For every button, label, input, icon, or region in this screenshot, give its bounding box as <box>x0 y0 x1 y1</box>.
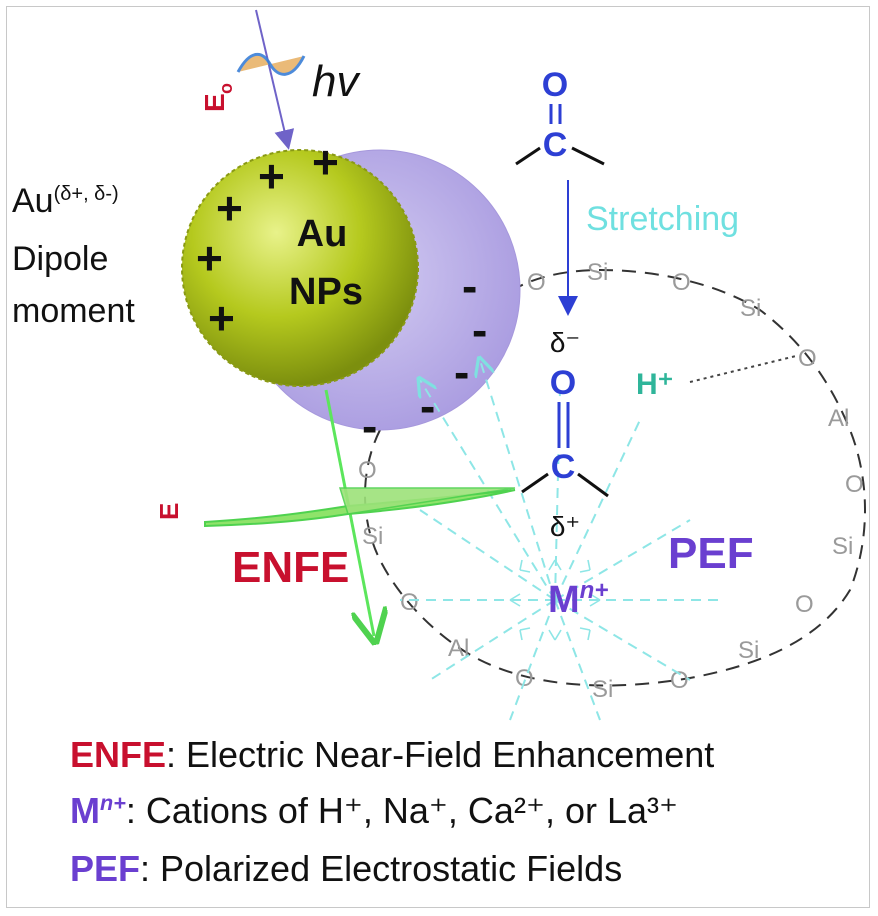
minus-charge: - <box>420 380 435 432</box>
svg-text:E: E <box>199 93 230 112</box>
minus-charge: - <box>462 260 477 312</box>
svg-text:O: O <box>542 66 568 104</box>
incident-light-arrow <box>255 9 295 150</box>
ring-atom: Si <box>587 259 608 286</box>
cation-label: Mn+ <box>548 577 608 621</box>
minus-charge: - <box>454 346 469 398</box>
ring-atom: O <box>400 589 419 616</box>
ring-atom: O <box>670 667 689 694</box>
near-field-lobe <box>338 487 516 515</box>
legend-text: : Electric Near-Field Enhancement <box>166 734 715 775</box>
plus-charge: + <box>196 232 223 284</box>
legend-key: M <box>70 790 100 831</box>
ring-atom: Al <box>828 405 849 432</box>
zeolite-ring <box>364 268 866 687</box>
plus-charge: + <box>208 292 235 344</box>
legend-key: ENFE <box>70 734 167 775</box>
plus-charge: + <box>216 182 243 234</box>
plus-charge: + <box>258 150 285 202</box>
legend-key-sup: n+ <box>100 790 126 815</box>
svg-text:E: E <box>154 503 184 520</box>
ring-atom: O <box>358 457 377 484</box>
ring-atom: Si <box>832 533 853 560</box>
ring-atom: O <box>515 665 534 692</box>
pef-label: PEF <box>668 529 754 578</box>
carbonyl-top: O C <box>515 66 605 166</box>
legend-item-cation: Mn+: Cations of H⁺, Na⁺, Ca²⁺, or La³⁺ <box>70 790 678 832</box>
ring-atom: Si <box>362 523 383 550</box>
svg-text:o: o <box>216 83 236 94</box>
minus-charge: - <box>472 304 487 356</box>
ring-atoms: O Si O Si O Al O Si O Si O Si O Al O Si … <box>358 259 864 703</box>
dipole-line2: Dipole <box>12 240 108 278</box>
particle-name-line2: NPs <box>289 271 363 313</box>
ring-atom: O <box>795 591 814 618</box>
svg-text:C: C <box>543 126 568 164</box>
pef-arrowheads <box>509 559 601 641</box>
svg-text:O: O <box>550 364 576 402</box>
svg-text:C: C <box>551 448 576 486</box>
near-field-label: E <box>154 503 184 520</box>
delta-minus: δ⁻ <box>550 327 580 358</box>
legend-item-pef: PEF: Polarized Electrostatic Fields <box>70 848 622 890</box>
negative-charges: - - - - - <box>362 260 487 452</box>
ring-atom: O <box>845 471 864 498</box>
legend-key: PEF <box>70 848 141 889</box>
incident-wave <box>236 53 306 76</box>
photon-label: hv <box>312 57 361 106</box>
dipole-line1: Au(δ+, δ-) <box>12 182 119 220</box>
ring-atom: Si <box>738 637 759 664</box>
plus-charge: + <box>312 136 339 188</box>
au-nanoparticle <box>181 149 419 387</box>
positive-charges: + + + + + <box>196 136 339 344</box>
stretching-label: Stretching <box>586 200 739 238</box>
incident-field-label: E o <box>199 83 236 112</box>
proton-label: H⁺ <box>636 368 674 401</box>
enfe-label: ENFE <box>232 543 349 592</box>
ring-atom: O <box>672 269 691 296</box>
carbonyl-bottom: δ⁻ O C δ⁺ <box>521 327 609 542</box>
particle-name-line1: Au <box>297 213 348 255</box>
ring-atom: O <box>527 269 546 296</box>
ring-atom: Si <box>740 295 761 322</box>
dipole-line3: moment <box>12 292 135 330</box>
dipole-label: Au(δ+, δ-) Dipole moment <box>12 182 135 330</box>
minus-charge: - <box>362 400 377 452</box>
ring-atom: O <box>798 345 817 372</box>
legend-item-enfe: ENFE: Electric Near-Field Enhancement <box>70 734 714 776</box>
delta-plus: δ⁺ <box>550 511 580 542</box>
hydrogen-bond <box>689 355 797 383</box>
figure-frame <box>6 6 870 908</box>
legend-text: : Polarized Electrostatic Fields <box>140 848 623 889</box>
ring-atom: Si <box>592 676 613 703</box>
legend-text: : Cations of H⁺, Na⁺, Ca²⁺, or La³⁺ <box>125 790 678 831</box>
ring-atom: Al <box>448 635 469 662</box>
